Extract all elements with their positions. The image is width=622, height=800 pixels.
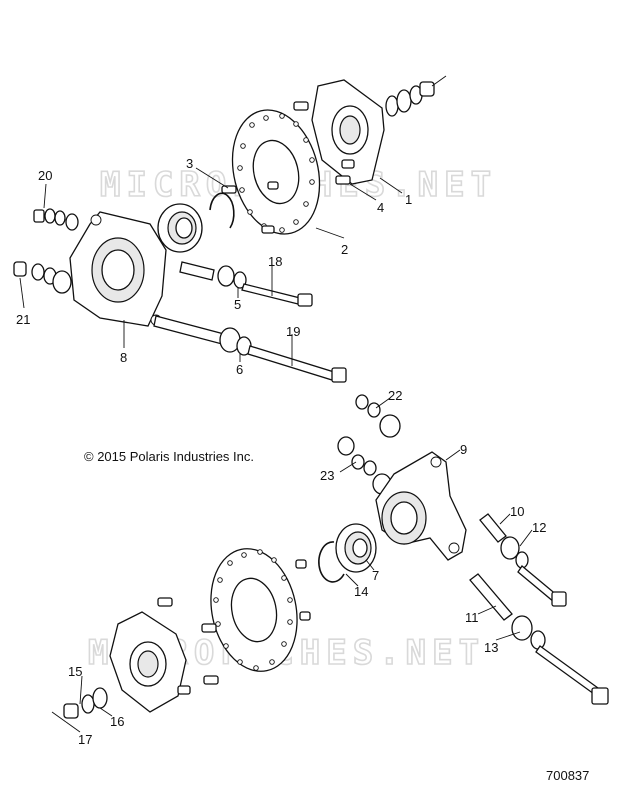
callout-labels: 1 2 3 4 5 6 7 8 9 10 11 12 13 14 15 16 1… xyxy=(16,156,546,747)
bearing-upper xyxy=(157,203,203,253)
callout-12: 12 xyxy=(532,520,546,535)
bearing-carrier-upper xyxy=(69,211,167,327)
hub-nut-stack-upper xyxy=(385,75,447,117)
callout-10: 10 xyxy=(510,504,524,519)
wheel-hub-lower xyxy=(109,611,191,713)
callout-4: 4 xyxy=(377,200,384,215)
callout-11: 11 xyxy=(465,610,479,625)
snap-ring-lower xyxy=(318,541,345,583)
hub-nut-stack-lower xyxy=(51,687,108,723)
copyright-notice: © 2015 Polaris Industries Inc. xyxy=(84,449,254,464)
bushing-bolt-10-12 xyxy=(479,513,567,607)
disc-bolts-lower xyxy=(157,559,311,685)
callout-6: 6 xyxy=(236,362,243,377)
callout-16: 16 xyxy=(110,714,124,729)
callout-21: 21 xyxy=(16,312,30,327)
callout-15: 15 xyxy=(68,664,82,679)
callout-7: 7 xyxy=(372,568,379,583)
callout-23: 23 xyxy=(320,468,334,483)
snap-ring-upper xyxy=(209,192,235,229)
bearing-carrier-lower xyxy=(375,451,467,561)
bushing-stack-23 xyxy=(337,436,392,495)
diagram-number: 700837 xyxy=(546,768,590,783)
brake-disc-lower xyxy=(210,548,298,672)
disc-bolts-upper xyxy=(221,181,279,234)
bushing-bolt-11-13 xyxy=(469,573,609,705)
callout-9: 9 xyxy=(460,442,467,457)
callout-2: 2 xyxy=(341,242,348,257)
brake-disc-upper xyxy=(231,109,321,235)
leader-lines xyxy=(19,167,533,733)
callout-8: 8 xyxy=(120,350,127,365)
callout-18: 18 xyxy=(268,254,282,269)
bushing-stack-22 xyxy=(355,394,401,438)
callout-1: 1 xyxy=(405,192,412,207)
callout-5: 5 xyxy=(234,297,241,312)
callout-17: 17 xyxy=(78,732,92,747)
wheel-hub-upper xyxy=(293,79,385,185)
callout-20: 20 xyxy=(38,168,52,183)
callout-19: 19 xyxy=(286,324,300,339)
callout-13: 13 xyxy=(484,640,498,655)
callout-14: 14 xyxy=(354,584,368,599)
plug-21 xyxy=(13,261,72,294)
plug-20 xyxy=(33,208,79,231)
callout-22: 22 xyxy=(388,388,402,403)
bushing-bolt-18 xyxy=(179,261,313,307)
bushing-bolt-19 xyxy=(153,315,347,383)
callout-3: 3 xyxy=(186,156,193,171)
